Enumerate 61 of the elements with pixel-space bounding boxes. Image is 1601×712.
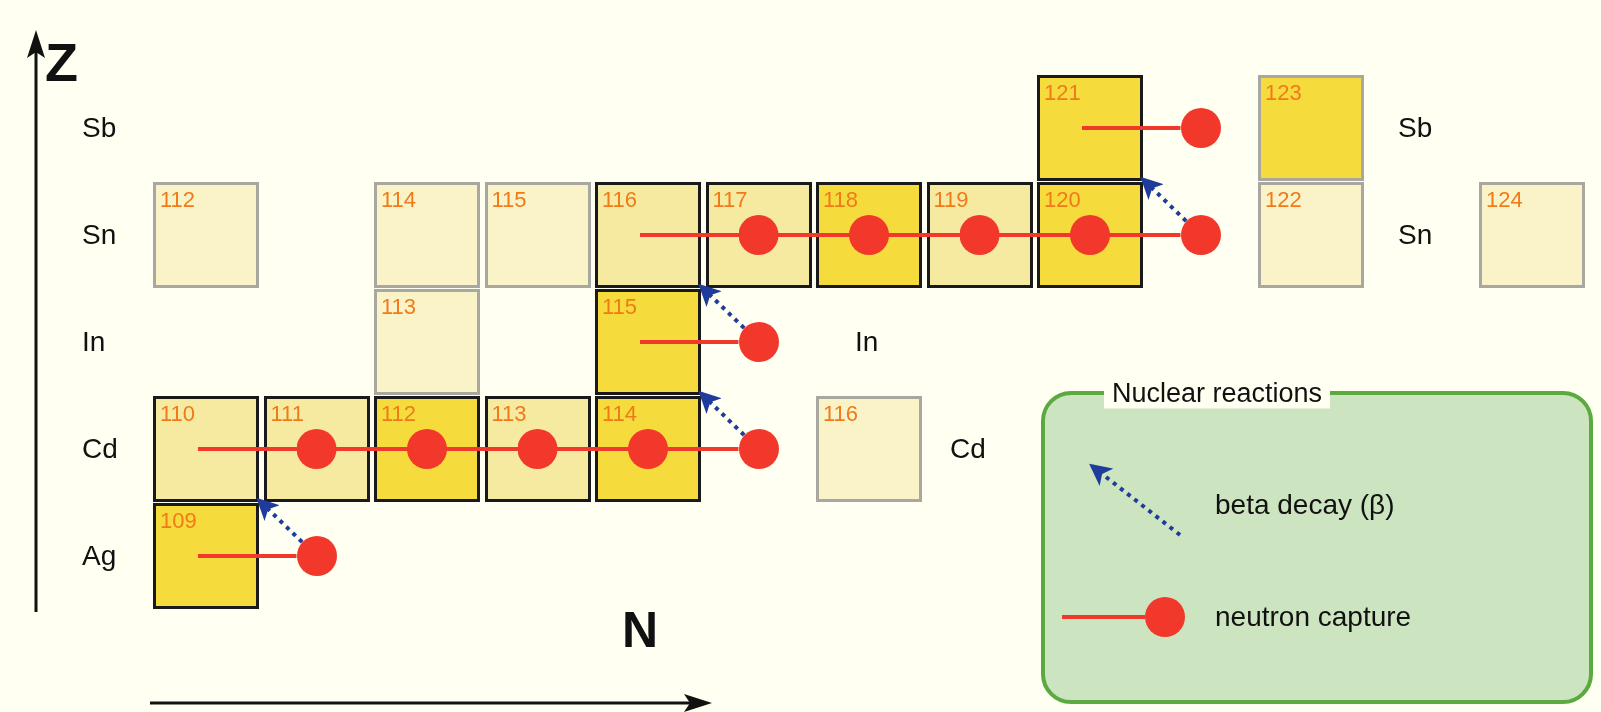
element-label: Cd bbox=[82, 433, 118, 465]
dotted-arrow bbox=[698, 283, 746, 330]
capture-line bbox=[640, 215, 779, 255]
element-label: Cd bbox=[950, 433, 986, 465]
mass-number: 121 bbox=[1044, 80, 1081, 106]
capture-dot bbox=[1180, 215, 1221, 255]
element-label: Sb bbox=[1398, 112, 1433, 144]
capture-line bbox=[198, 429, 337, 469]
isotope-box bbox=[1479, 182, 1585, 288]
element-label: Sb bbox=[82, 112, 117, 144]
isotope-box bbox=[374, 289, 480, 395]
mass-number: 120 bbox=[1044, 187, 1081, 213]
element-label: Sn bbox=[82, 219, 117, 251]
capture-line bbox=[198, 554, 297, 558]
dotted-arrow bbox=[698, 390, 746, 437]
isotope-box bbox=[1258, 182, 1364, 288]
element-label: Sn bbox=[1398, 219, 1433, 251]
dotted-arrow bbox=[1140, 176, 1188, 223]
isotope-box bbox=[595, 289, 701, 395]
element-label: In bbox=[855, 326, 879, 358]
mass-number: 118 bbox=[823, 187, 859, 213]
mass-number: 115 bbox=[602, 294, 638, 320]
mass-number: 113 bbox=[381, 294, 417, 320]
mass-number: 116 bbox=[823, 401, 859, 427]
mass-number: 119 bbox=[933, 187, 969, 213]
element-label: Ag bbox=[82, 540, 117, 572]
mass-number: 110 bbox=[160, 401, 196, 427]
mass-number: 112 bbox=[381, 401, 417, 427]
capture-dot bbox=[738, 322, 779, 362]
legend-text: beta decay (β) bbox=[1215, 489, 1395, 521]
element-label: In bbox=[82, 326, 106, 358]
isotope-box bbox=[153, 503, 259, 609]
mass-number: 114 bbox=[381, 187, 417, 213]
mass-number: 111 bbox=[270, 401, 304, 427]
isotope-box bbox=[374, 182, 480, 288]
isotope-box bbox=[595, 182, 701, 288]
isotope-box bbox=[1037, 75, 1143, 181]
capture-line bbox=[1082, 126, 1181, 130]
isotope-box bbox=[1258, 75, 1364, 181]
mass-number: 114 bbox=[602, 401, 638, 427]
isotope-box bbox=[484, 182, 591, 288]
mass-number: 123 bbox=[1265, 80, 1302, 106]
mass-number: 116 bbox=[602, 187, 638, 213]
mass-number: 113 bbox=[491, 401, 527, 427]
isotope-box bbox=[153, 396, 259, 502]
dotted-arrow bbox=[256, 497, 304, 544]
axis-label: Z bbox=[45, 31, 78, 93]
capture-dot bbox=[1180, 108, 1221, 148]
mass-number: 122 bbox=[1265, 187, 1302, 213]
isotope-box bbox=[153, 182, 259, 288]
mass-number: 117 bbox=[712, 187, 748, 213]
isotope-box bbox=[816, 396, 922, 502]
mass-number: 109 bbox=[160, 508, 197, 534]
mass-number: 112 bbox=[160, 187, 196, 213]
capture-dot bbox=[738, 429, 779, 469]
mass-number: 124 bbox=[1486, 187, 1523, 213]
capture-dot bbox=[296, 536, 337, 576]
axis-label: N bbox=[622, 601, 659, 659]
legend-text: neutron capture bbox=[1215, 601, 1412, 633]
capture-line bbox=[640, 340, 739, 344]
mass-number: 115 bbox=[491, 187, 527, 213]
